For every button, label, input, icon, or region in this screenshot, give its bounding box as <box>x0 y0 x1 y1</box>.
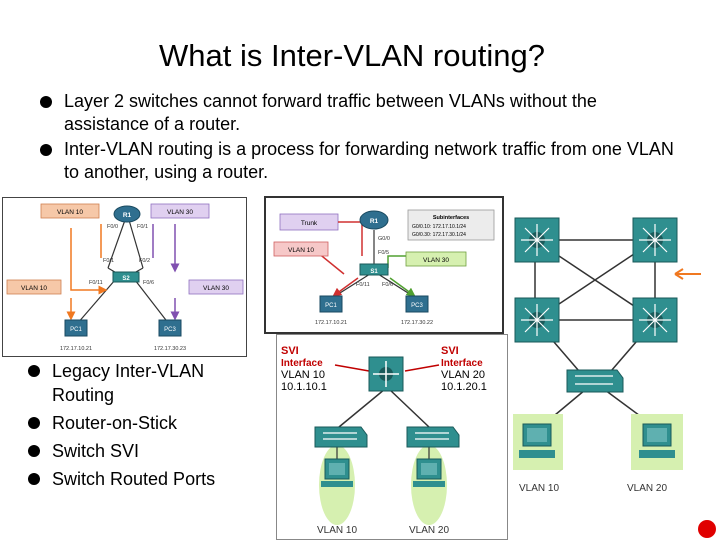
pc-label: PC3 <box>411 303 423 309</box>
ip-label: 172.17.10.21 <box>315 320 347 326</box>
bullet-text: Inter-VLAN routing is a process for forw… <box>64 139 674 182</box>
svi-vlan: VLAN 10 <box>281 369 325 381</box>
ip-label: 172.17.30.23 <box>154 346 186 352</box>
port-label: F0/1 <box>103 258 114 264</box>
switch-svi-svg: SVI Interface VLAN 10 10.1.10.1 SVI Inte… <box>281 345 487 536</box>
vlan10-label-box <box>6 279 62 295</box>
svi-ip: 10.1.20.1 <box>441 381 487 393</box>
pc-label: PC1 <box>70 327 82 333</box>
router-label: R1 <box>123 212 132 219</box>
port-label: F0/11 <box>356 282 370 288</box>
switch-icon <box>314 426 368 448</box>
vlan-label: VLAN 10 <box>288 247 314 254</box>
multilayer-switch-icon <box>514 297 560 343</box>
multilayer-switch-icon <box>368 356 404 392</box>
svi-title: SVI <box>441 345 459 357</box>
switch-svi-diagram: SVI Interface VLAN 10 10.1.10.1 SVI Inte… <box>276 334 508 540</box>
method-item: Router-on-Stick <box>28 411 248 435</box>
red-dot-icon <box>698 520 716 538</box>
bullet-icon <box>28 445 40 457</box>
port-label: F0/1 <box>137 224 148 230</box>
intro-bullets: Layer 2 switches cannot forward traffic … <box>40 90 680 186</box>
routed-ports-diagram: VLAN 10 VLAN 20 <box>505 200 705 500</box>
method-text: Switch SVI <box>52 441 140 461</box>
router-label: R1 <box>370 218 379 225</box>
vlan-label: VLAN 10 <box>57 209 83 216</box>
bullet-icon <box>28 365 40 377</box>
vlan10-label-box <box>40 203 100 219</box>
router-on-stick-svg: Trunk Subinterfaces G0/0.10: 172.17.10.1… <box>273 209 495 326</box>
bullet-icon <box>40 96 52 108</box>
method-text: Legacy Inter-VLAN Routing <box>52 361 205 405</box>
vlan30-label-box <box>150 203 210 219</box>
vlan-label: VLAN 20 <box>409 525 449 536</box>
subinterfaces-box <box>407 209 495 241</box>
vlan-label: VLAN 30 <box>203 285 229 292</box>
legacy-routing-svg: VLAN 10 VLAN 30 VLAN 10 VLAN 30 R1 F0/0 … <box>6 203 244 352</box>
vlan-label: VLAN 30 <box>423 257 449 264</box>
port-label: F0/0 <box>107 224 118 230</box>
port-label: F0/11 <box>89 280 103 286</box>
pc-label: PC1 <box>325 303 337 309</box>
svi-vlan: VLAN 20 <box>441 369 485 381</box>
trunk-label: Trunk <box>301 220 318 227</box>
vlan30-label-box <box>188 279 244 295</box>
svi-title: SVI <box>281 345 299 357</box>
method-item: Legacy Inter-VLAN Routing <box>28 359 248 407</box>
method-text: Router-on-Stick <box>52 413 178 433</box>
method-item: Switch Routed Ports <box>28 467 248 491</box>
router-on-stick-diagram: Trunk Subinterfaces G0/0.10: 172.17.10.1… <box>264 196 504 334</box>
bullet-icon <box>28 417 40 429</box>
pc-icon: PC3 <box>158 319 182 337</box>
port-label: F0/5 <box>378 250 389 256</box>
switch-label: S2 <box>122 276 130 282</box>
switch-icon: S2 <box>112 271 140 283</box>
svi-subtitle: Interface <box>441 358 483 369</box>
port-label: F0/6 <box>143 280 154 286</box>
multilayer-switch-icon <box>632 297 678 343</box>
subinterface-text: G0/0.10: 172.17.10.1/24 <box>412 224 466 230</box>
subinterfaces-title: Subinterfaces <box>433 215 469 221</box>
vlan-label: VLAN 20 <box>627 483 667 494</box>
port-label: F0/6 <box>382 282 393 288</box>
method-text: Switch Routed Ports <box>52 469 216 489</box>
bullet-text: Layer 2 switches cannot forward traffic … <box>64 91 597 134</box>
svi-subtitle: Interface <box>281 358 323 369</box>
bullet-icon <box>28 473 40 485</box>
pc-icon: PC3 <box>405 295 429 313</box>
svi-ip: 10.1.10.1 <box>281 381 327 393</box>
vlan-label: VLAN 10 <box>21 285 47 292</box>
pc-icon: PC1 <box>64 319 88 337</box>
pc-icon <box>321 458 353 487</box>
pc-label: PC3 <box>164 327 176 333</box>
multilayer-switch-icon <box>632 217 678 263</box>
multilayer-switch-icon <box>514 217 560 263</box>
pc-icon <box>639 423 675 458</box>
pc-icon <box>413 458 445 487</box>
method-item: Switch SVI <box>28 439 248 463</box>
switch-label: S1 <box>370 269 378 275</box>
vlan-label: VLAN 30 <box>167 209 193 216</box>
switch-icon <box>406 426 460 448</box>
router-icon: R1 <box>359 210 389 230</box>
bullet-item: Layer 2 switches cannot forward traffic … <box>40 90 680 136</box>
legacy-routing-diagram: VLAN 10 VLAN 30 VLAN 10 VLAN 30 R1 F0/0 … <box>2 197 247 357</box>
vlan-label: VLAN 10 <box>317 525 357 536</box>
vlan-label: VLAN 10 <box>519 483 559 494</box>
slide-title: What is Inter-VLAN routing? <box>159 38 545 73</box>
ip-label: 172.17.10.21 <box>60 346 92 352</box>
switch-icon <box>566 369 624 393</box>
methods-list: Legacy Inter-VLAN Routing Router-on-Stic… <box>28 359 248 495</box>
port-label: G0/0 <box>378 236 390 242</box>
router-icon: R1 <box>113 205 141 223</box>
routed-ports-svg: VLAN 10 VLAN 20 <box>513 217 701 494</box>
ip-label: 172.17.30.22 <box>401 320 433 326</box>
subinterface-text: G0/0.30: 172.17.30.1/24 <box>412 232 466 238</box>
bullet-icon <box>40 144 52 156</box>
bullet-item: Inter-VLAN routing is a process for forw… <box>40 138 680 184</box>
pc-icon: PC1 <box>319 295 343 313</box>
switch-icon: S1 <box>359 263 389 276</box>
port-label: F0/2 <box>139 258 150 264</box>
pc-icon <box>519 423 555 458</box>
